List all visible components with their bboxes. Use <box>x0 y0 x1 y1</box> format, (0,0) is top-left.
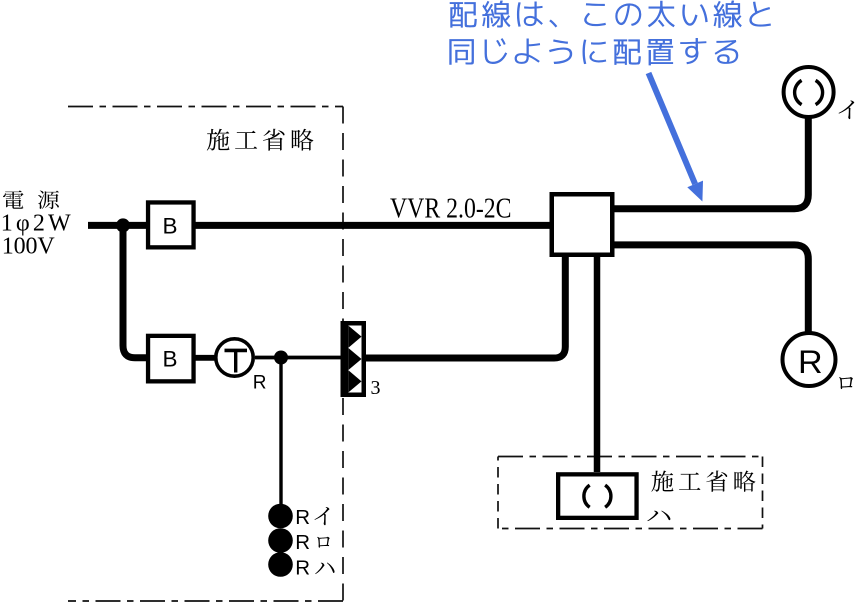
svg-text:R: R <box>295 531 310 554</box>
svg-text:R: R <box>295 557 310 580</box>
svg-text:1φ2W: 1φ2W <box>1 211 71 237</box>
svg-text:B: B <box>162 346 177 371</box>
svg-text:B: B <box>162 213 177 238</box>
svg-text:R: R <box>295 506 310 529</box>
svg-text:R: R <box>798 345 823 381</box>
svg-text:VVR 2.0-2C: VVR 2.0-2C <box>390 192 512 224</box>
svg-text:R: R <box>253 373 267 394</box>
svg-text:3: 3 <box>371 377 381 399</box>
svg-text:100V: 100V <box>2 234 56 260</box>
